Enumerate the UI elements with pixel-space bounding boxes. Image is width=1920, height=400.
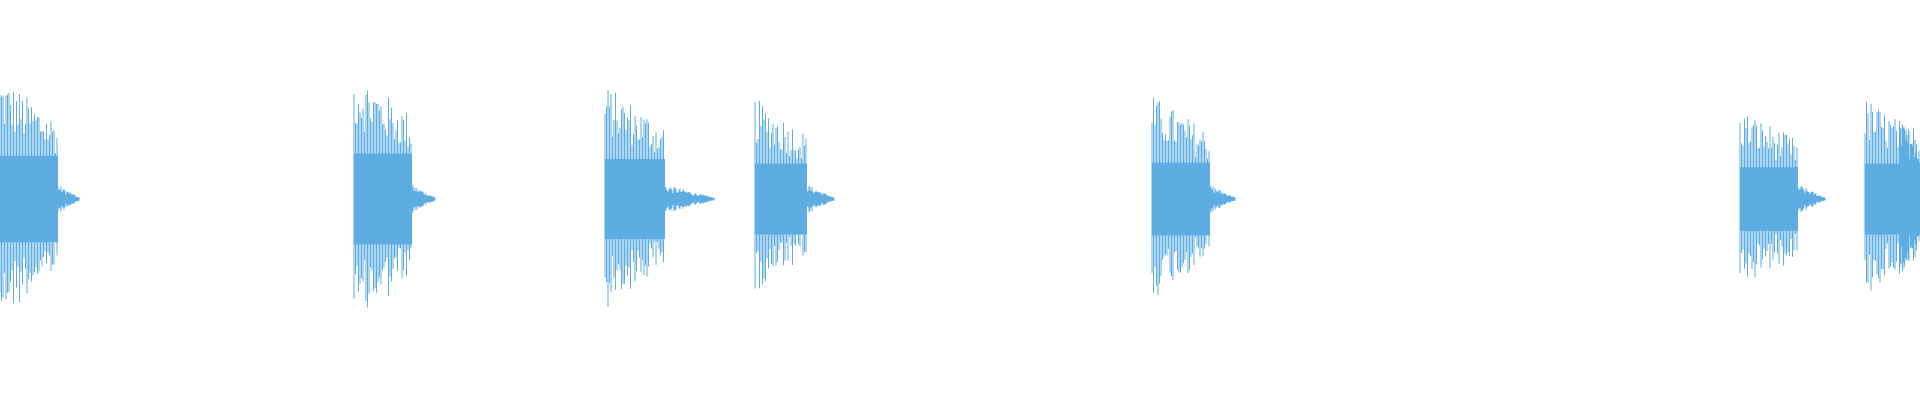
waveform-burst-1	[0, 92, 80, 304]
waveform-burst-2	[353, 90, 436, 308]
waveform-bursts	[0, 89, 1920, 308]
waveform-burst-8	[1899, 127, 1920, 268]
waveform-burst-3	[604, 89, 715, 307]
waveform-burst-6	[1739, 116, 1826, 278]
waveform-burst-4	[754, 100, 835, 289]
waveform-burst-5	[1151, 97, 1236, 295]
